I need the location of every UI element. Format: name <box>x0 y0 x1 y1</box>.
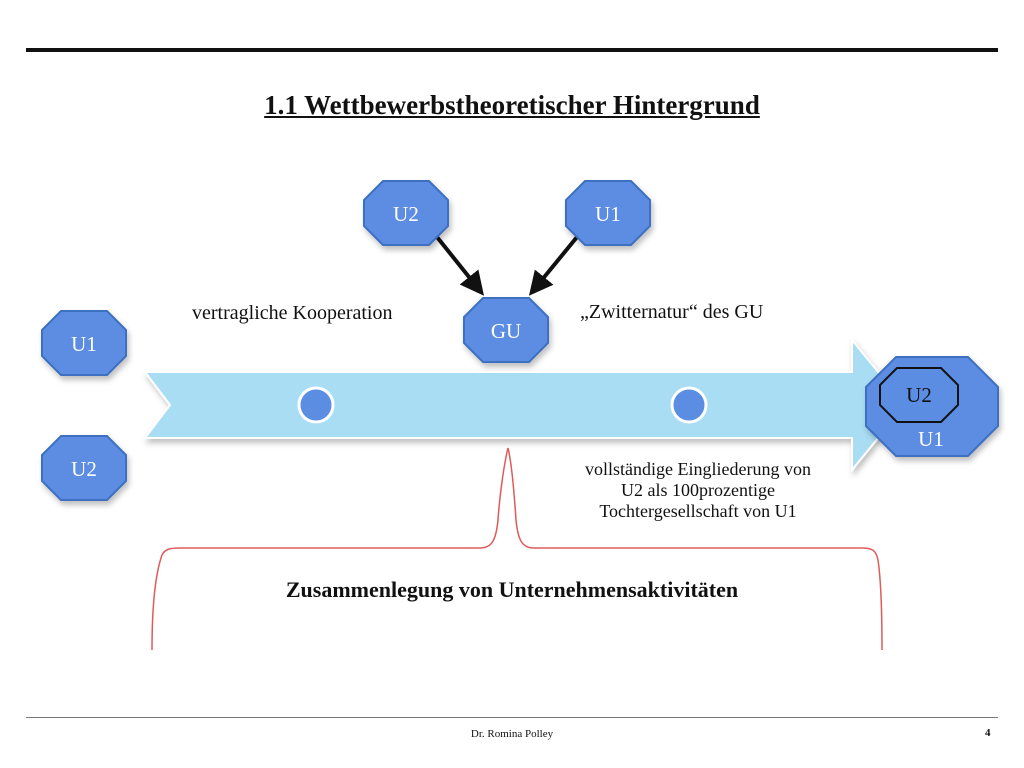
top-rule <box>26 48 998 52</box>
bottom-rule <box>26 717 998 718</box>
curly-bracket <box>151 447 883 651</box>
node-top-u1: U1 <box>595 202 621 226</box>
milestone-dot-cooperation <box>297 386 335 424</box>
octagon-left-u1 <box>41 310 127 376</box>
label-integration: vollständige Eingliederung von U2 als 10… <box>548 459 848 522</box>
label-cooperation: vertragliche Kooperation <box>192 302 393 324</box>
node-gu: GU <box>491 319 521 343</box>
octagon-left-u2 <box>41 435 127 501</box>
node-left-u1: U1 <box>71 332 97 356</box>
node-merged-u1: U1 <box>918 427 944 451</box>
label-integration-line1: vollständige Eingliederung von <box>585 459 811 479</box>
page-number: 4 <box>985 727 991 739</box>
footer-author: Dr. Romina Polley <box>470 728 554 740</box>
node-top-u2: U2 <box>393 202 419 226</box>
octagon-top-u2 <box>363 180 449 246</box>
octagon-gu <box>463 297 549 363</box>
node-merged-u2: U2 <box>906 383 932 407</box>
label-integration-line3: Tochtergesellschaft von U1 <box>599 501 797 521</box>
timeline-arrow <box>142 337 907 473</box>
label-merger: Zusammenlegung von Unternehmensaktivität… <box>285 577 739 602</box>
arrow-u1-to-gu <box>528 235 579 296</box>
label-integration-line2: U2 als 100prozentige <box>621 480 775 500</box>
milestone-dot-integration <box>670 386 708 424</box>
arrow-u2-to-gu <box>435 235 484 296</box>
label-twin-nature: „Zwitternatur“ des GU <box>580 301 764 323</box>
page-title: 1.1 Wettbewerbstheoretischer Hintergrund <box>264 90 760 120</box>
node-left-u2: U2 <box>71 457 97 481</box>
octagon-top-u1 <box>565 180 651 246</box>
octagon-merged-u2-inner <box>879 367 959 423</box>
